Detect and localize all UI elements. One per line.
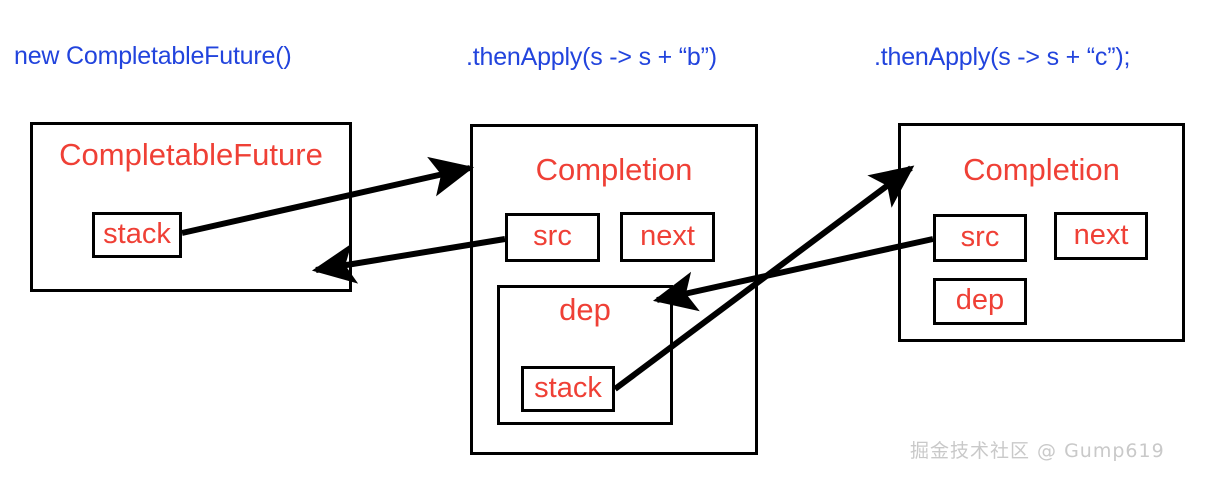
object-title-completion-2: Completion <box>963 152 1120 187</box>
field-box-completion-2-dep: dep <box>933 278 1027 325</box>
field-label: stack <box>103 217 171 250</box>
field-box-dep-stack: stack <box>521 366 615 412</box>
expression-label-1: new CompletableFuture() <box>14 42 292 70</box>
field-box-completion-1-next: next <box>620 212 715 262</box>
object-title-completable-future: CompletableFuture <box>59 137 323 172</box>
field-label: next <box>1073 218 1129 251</box>
field-box-completion-1-src: src <box>505 213 600 262</box>
watermark: 掘金技术社区 @ Gump619 <box>910 440 1165 462</box>
field-label: next <box>640 219 695 252</box>
field-box-completion-2-src: src <box>933 214 1027 262</box>
expression-label-3: .thenApply(s -> s + “c”); <box>874 43 1131 71</box>
field-label: src <box>960 220 1000 253</box>
expression-label-2: .thenApply(s -> s + “b”) <box>466 43 717 71</box>
nested-title-dep: dep <box>559 292 611 327</box>
field-label: stack <box>534 371 602 404</box>
object-title-completion-1: Completion <box>535 152 693 187</box>
field-box-completion-2-next: next <box>1054 212 1148 260</box>
field-box-completable-future-stack: stack <box>92 212 182 258</box>
field-label: dep <box>955 284 1005 316</box>
field-label: src <box>533 220 572 252</box>
